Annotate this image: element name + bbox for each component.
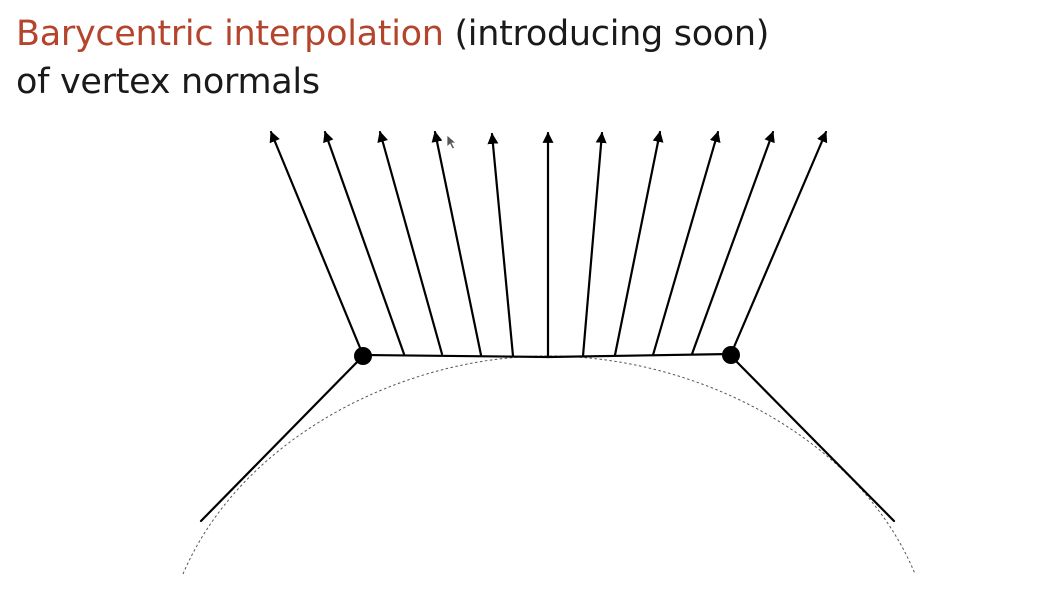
normal-arrow [431,130,483,357]
normal-arrow [690,130,775,356]
true-surface-curve [182,355,916,575]
normal-arrow [581,131,607,358]
normal-arrow [651,130,721,357]
polygon-face-right [546,352,733,359]
left-adjacent-face-edge [199,354,365,523]
polygon-face-left [361,353,550,359]
normal-arrow [487,132,515,358]
normal-arrow [269,130,365,357]
slide-title: Barycentric interpolation (introducing s… [16,10,769,106]
title-line-2: of vertex normals [16,62,320,102]
vertex-dot-left [354,347,372,365]
normal-arrow [323,130,406,356]
normal-arrow [613,130,664,357]
normal-arrow [377,130,444,356]
vertex-dot-right [722,346,740,364]
title-line-1: Barycentric interpolation (introducing s… [16,10,769,58]
interpolated-normal-arrows [269,130,828,359]
title-highlight: Barycentric interpolation [16,14,444,54]
normal-arrow [729,130,828,356]
right-adjacent-face-edge [729,354,896,523]
mouse-cursor-icon [446,134,458,150]
title-rest: (introducing soon) [443,14,770,54]
